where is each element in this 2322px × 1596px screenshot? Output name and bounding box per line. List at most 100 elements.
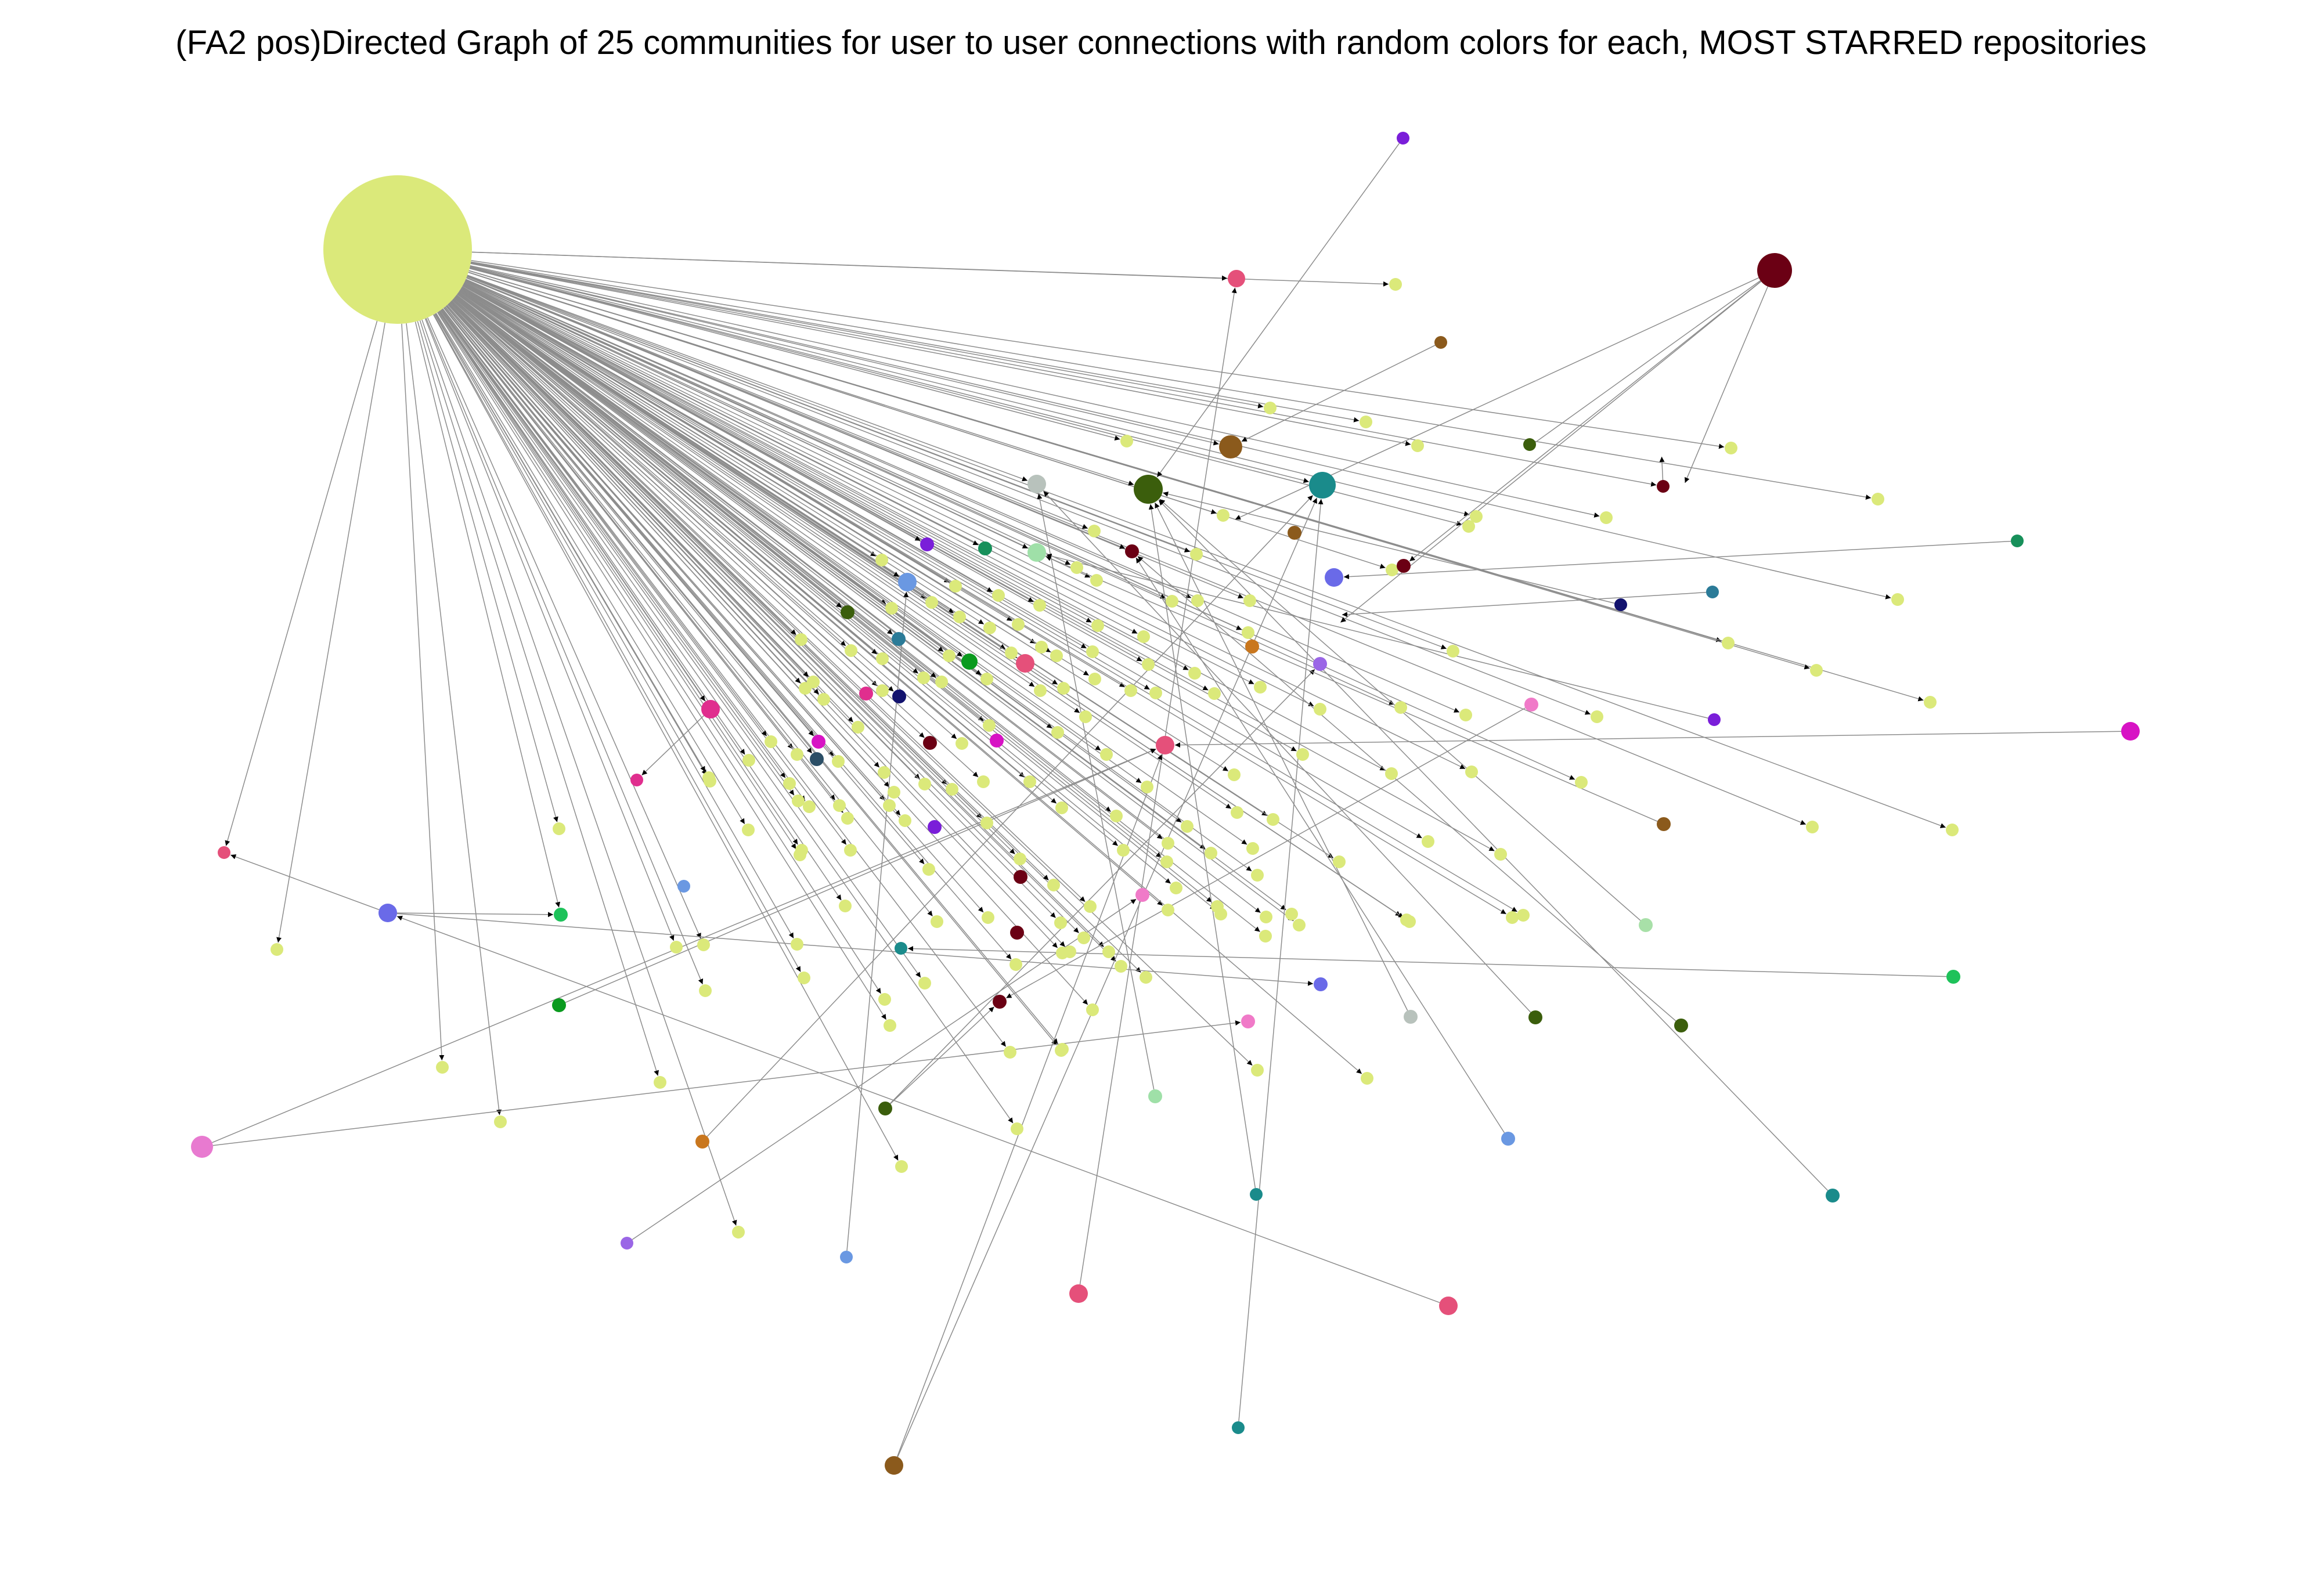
node-lime-85: [946, 783, 958, 796]
node-lime-43: [1285, 908, 1298, 920]
node-teal2: [1826, 1189, 1840, 1203]
edge-204: [1148, 504, 1256, 1189]
edge-197: [1005, 707, 1526, 999]
edge-137: [456, 294, 1163, 840]
edge-9: [471, 261, 1872, 500]
node-lime-121: [798, 972, 810, 984]
node-pinkTop: [1228, 270, 1245, 287]
node-pinkL: [218, 846, 230, 859]
edge-124: [426, 317, 704, 985]
edge-100: [442, 308, 1007, 1047]
node-lime-55: [1033, 599, 1046, 612]
edge-196: [1174, 731, 2122, 748]
edge-132: [453, 297, 1362, 1074]
edge-47: [467, 275, 1946, 828]
edge-165: [471, 251, 1228, 281]
node-lime-116: [1160, 855, 1173, 868]
node-lime-98: [1086, 1003, 1099, 1016]
node-lime-83: [1014, 853, 1026, 865]
edge-198: [1158, 500, 1829, 1191]
node-purple2: [1708, 713, 1721, 726]
node-lime-148: [845, 644, 857, 657]
node-lime-94: [922, 863, 935, 876]
node-mint2: [1148, 1089, 1162, 1103]
node-lime-141: [783, 777, 796, 790]
edge-200: [1079, 287, 1237, 1285]
node-lime-145: [817, 693, 830, 706]
node-lime-80: [1055, 801, 1068, 814]
node-magenta2: [812, 735, 825, 749]
node-lime-100: [1004, 1046, 1016, 1059]
node-green3: [961, 653, 978, 670]
node-lime-46: [1806, 821, 1819, 833]
edge-178: [456, 294, 893, 635]
node-lime-3: [1411, 439, 1424, 452]
node-navy2: [892, 689, 906, 703]
edge-130: [448, 302, 1066, 947]
node-lime-45: [1517, 909, 1530, 922]
node-lime-132: [1361, 1072, 1373, 1085]
node-blueL: [378, 904, 397, 922]
node-purpleTop: [1397, 132, 1409, 145]
edge-125: [419, 320, 659, 1076]
edge-86: [446, 305, 901, 816]
node-cornfl1: [1501, 1132, 1515, 1146]
edge-1: [470, 262, 1264, 409]
node-lime-150: [943, 649, 956, 662]
node-lime-68: [1051, 726, 1064, 739]
node-lime-64: [1070, 561, 1083, 574]
node-lime-87: [844, 844, 857, 857]
node-lime-70: [956, 737, 968, 750]
edge-194: [1343, 540, 2011, 580]
edge-226: [1163, 491, 1615, 604]
edge-167: [470, 266, 1219, 446]
node-lime-128: [1011, 1122, 1023, 1135]
edge-37: [464, 282, 1314, 707]
edge-139: [442, 308, 767, 736]
node-lime-25: [1254, 681, 1267, 694]
edge-129: [445, 306, 1058, 1045]
node-teal3: [1232, 1421, 1245, 1434]
node-lime-76: [883, 799, 896, 812]
node-lime-115: [1162, 904, 1174, 916]
node-lime-156: [1005, 647, 1018, 659]
edge-11: [470, 266, 1891, 600]
edge-159: [401, 323, 445, 1061]
edge-216: [1037, 493, 1155, 1090]
node-lime-74: [832, 755, 845, 768]
node-teal4: [1250, 1188, 1263, 1201]
node-lime-23: [1100, 748, 1113, 761]
edge-222: [1154, 502, 1408, 1011]
node-blue3: [677, 880, 690, 893]
edge-144: [449, 302, 809, 677]
node-brownC: [1657, 817, 1671, 831]
node-layer: [191, 132, 2140, 1475]
edge-203: [1238, 499, 1324, 1422]
node-maroon7: [1125, 544, 1139, 558]
node-hub: [323, 175, 472, 324]
edge-166: [468, 272, 1134, 486]
edge-96: [449, 302, 1057, 918]
edge-49: [470, 267, 1470, 517]
node-lime-17: [1494, 848, 1507, 861]
node-lime-122: [791, 938, 803, 951]
edge-66: [461, 286, 1151, 690]
edge-209: [396, 912, 554, 918]
edge-45: [461, 287, 1518, 912]
edge-225: [1046, 553, 1708, 719]
edge-7: [470, 265, 1600, 518]
node-olive1: [1134, 475, 1163, 504]
edge-67: [463, 284, 1209, 691]
node-lime-52: [1088, 525, 1101, 537]
edge-220: [1137, 555, 1676, 1021]
edge-17: [462, 284, 1495, 851]
node-pinkM: [1156, 736, 1174, 754]
edge-161: [424, 318, 675, 941]
node-lime-16: [1575, 776, 1588, 789]
node-lime-107: [1102, 945, 1115, 958]
node-lime-5: [1386, 564, 1398, 576]
edge-163: [447, 304, 890, 788]
edge-174: [459, 290, 1018, 659]
node-lime-103: [918, 977, 931, 990]
node-lime-59: [875, 554, 888, 566]
